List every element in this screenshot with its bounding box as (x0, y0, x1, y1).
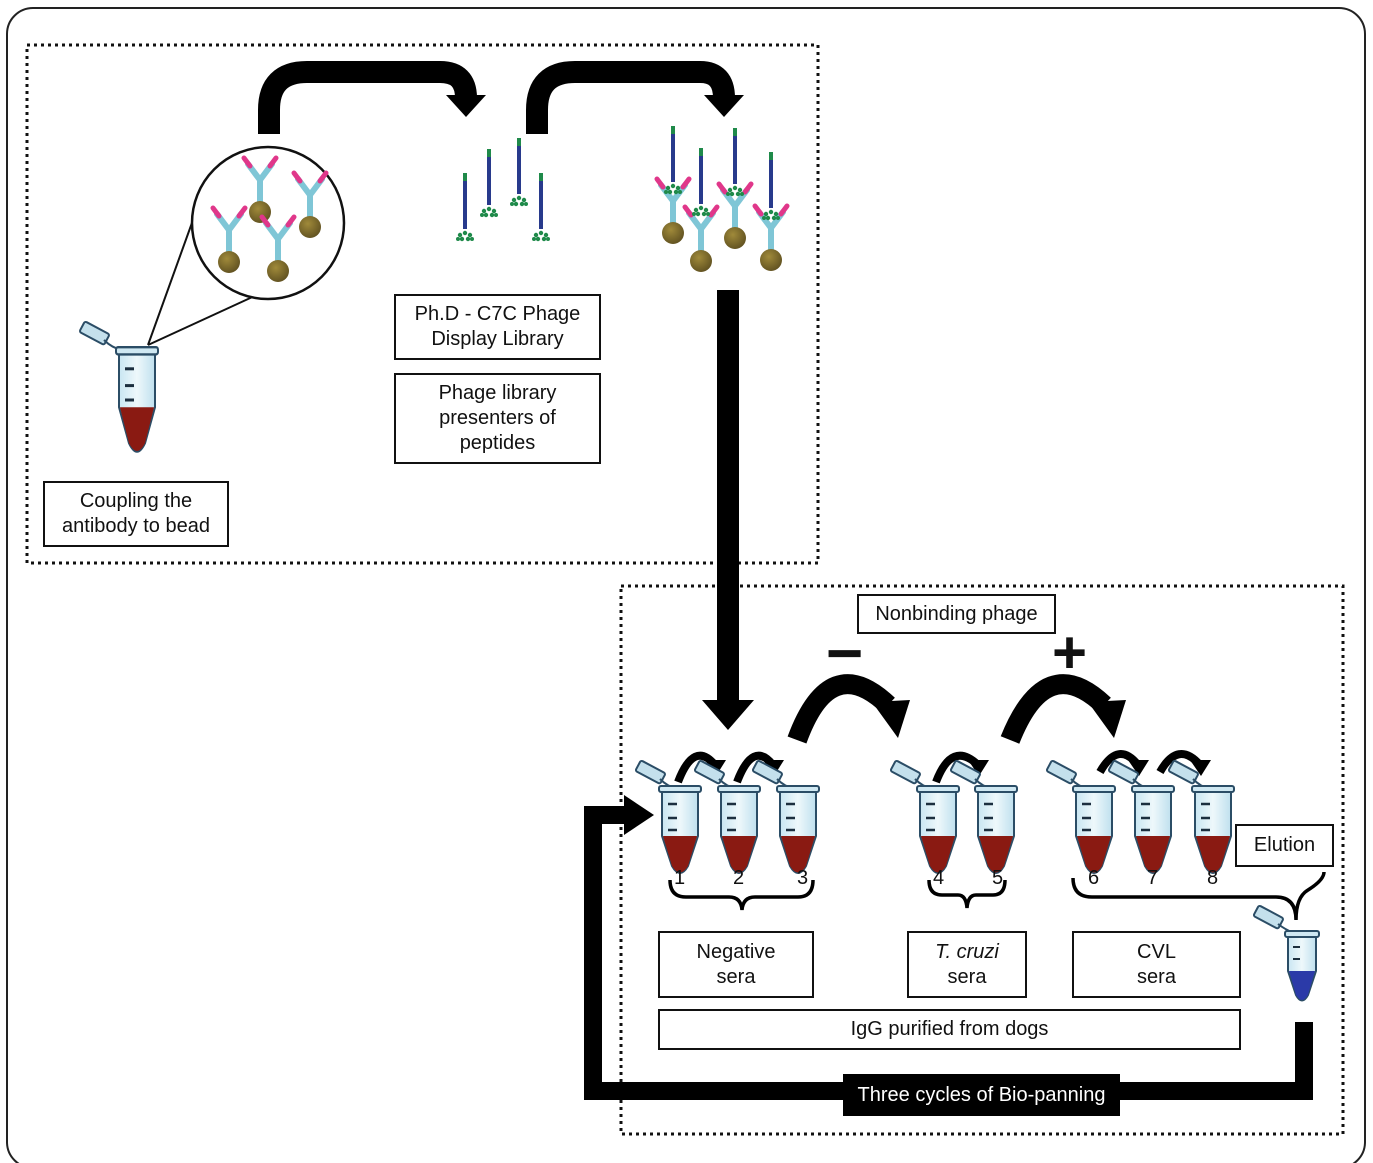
plus-sign: + (1052, 619, 1088, 686)
tube-number-6: 6 (1088, 867, 1100, 889)
arrow-library-to-complex (526, 61, 744, 134)
tube-number-5: 5 (992, 867, 1004, 889)
phage-library-illustration (454, 136, 552, 244)
phage-antibody-complex (657, 124, 787, 272)
braces (668, 871, 1326, 921)
outer-frame (6, 7, 1366, 1163)
negative-selection-arrow (787, 674, 910, 744)
minus-sign: − (826, 617, 864, 689)
magnified-bead-view (147, 145, 346, 346)
negative-sera-label: Negative sera (658, 931, 814, 998)
tube-number-4: 4 (933, 867, 945, 889)
tcruzi-species-name: T. cruzi (935, 940, 999, 963)
library-name-label: Ph.D - C7C Phage Display Library (394, 294, 601, 360)
tube-number-2: 2 (733, 867, 745, 889)
tube-number-3: 3 (797, 867, 809, 889)
tube-number-8: 8 (1207, 867, 1219, 889)
coupling-label: Coupling the antibody to bead (43, 481, 229, 547)
elution-tube (1252, 904, 1320, 1002)
tcruzi-sera-label: T. cruzi sera (907, 931, 1027, 998)
library-description-label: Phage library presenters of peptides (394, 373, 601, 464)
arrow-beads-to-library (258, 61, 486, 134)
tcruzi-sera-word: sera (947, 965, 987, 988)
arrow-to-negative-sera (702, 290, 754, 730)
tube-number-1: 1 (674, 867, 686, 889)
coupling-panel (25, 43, 820, 565)
igg-purified-label: IgG purified from dogs (658, 1009, 1241, 1050)
panning-panel (619, 584, 1345, 1136)
elution-label: Elution (1235, 824, 1334, 867)
nonbinding-phage-label: Nonbinding phage (857, 594, 1056, 634)
tube-number-7: 7 (1147, 867, 1159, 889)
coupling-tube (78, 320, 160, 454)
bio-panning-cycles-banner: Three cycles of Bio-panning (843, 1074, 1120, 1116)
cvl-sera-label: CVL sera (1072, 931, 1241, 998)
positive-selection-arrow (1000, 674, 1126, 744)
serum-tubes (634, 759, 1236, 875)
